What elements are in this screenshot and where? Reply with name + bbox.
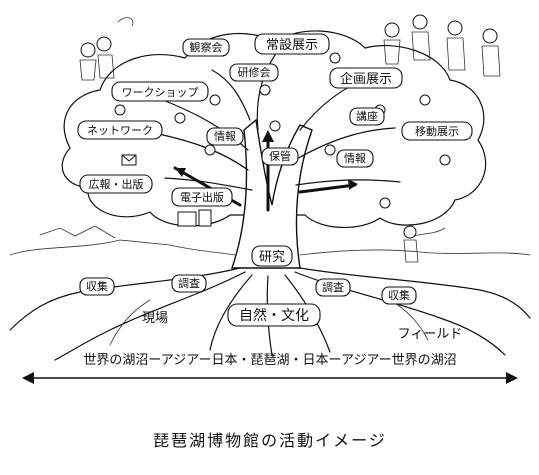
svg-text:電子出版: 電子出版	[180, 190, 224, 204]
svg-text:研修会: 研修会	[238, 65, 271, 79]
label-collect-left: 収集	[79, 277, 115, 296]
svg-text:情報: 情報	[214, 130, 236, 143]
label-planned-exhibition: 企画展示	[329, 67, 403, 89]
label-lecture: 講座	[349, 107, 385, 126]
field-researcher-illustration	[403, 225, 419, 263]
people-illustration-right	[383, 14, 501, 77]
label-information-right: 情報	[336, 149, 374, 168]
label-research: 研究	[251, 245, 293, 267]
svg-text:情報: 情報	[344, 152, 366, 165]
label-survey-left: 調査	[171, 274, 207, 293]
svg-text:講座: 講座	[356, 109, 378, 123]
tree-apples	[114, 52, 451, 209]
mail-icon	[121, 154, 137, 166]
svg-text:移動展示: 移動展示	[415, 124, 459, 138]
label-publicity: 広報・出版	[79, 174, 153, 194]
svg-text:収集: 収集	[86, 279, 108, 293]
people-illustration-left	[79, 17, 134, 81]
svg-text:研究: 研究	[259, 250, 285, 265]
svg-text:収集: 収集	[388, 288, 410, 302]
svg-text:自然・文化: 自然・文化	[239, 307, 309, 324]
computer-icon	[177, 209, 212, 227]
landscape-scene	[9, 225, 531, 256]
svg-text:調査: 調査	[178, 276, 200, 290]
diagram-caption: 琵琶湖博物館の活動イメージ	[153, 431, 387, 450]
label-field: フィールド	[398, 327, 463, 342]
svg-text:観察会: 観察会	[190, 40, 223, 54]
svg-text:調査: 調査	[322, 280, 344, 294]
label-e-publishing: 電子出版	[171, 187, 233, 207]
scope-double-arrow	[22, 372, 518, 384]
label-observation: 観察会	[182, 38, 230, 57]
label-nature-culture: 自然・文化	[227, 303, 321, 327]
svg-text:ネットワーク: ネットワーク	[87, 124, 153, 137]
svg-text:広報・出版: 広報・出版	[89, 177, 144, 191]
label-survey-right: 調査	[315, 278, 351, 297]
label-training: 研修会	[229, 63, 279, 82]
svg-text:保管: 保管	[269, 149, 291, 163]
svg-text:企画展示: 企画展示	[340, 71, 392, 87]
svg-text:常設展示: 常設展示	[266, 37, 318, 53]
label-collect-right: 収集	[381, 286, 417, 305]
label-information-left: 情報	[206, 127, 244, 146]
label-conservation: 保管	[261, 147, 299, 166]
label-site: 現場	[142, 311, 168, 326]
label-network: ネットワーク	[77, 120, 163, 140]
label-workshop: ワークショップ	[111, 81, 209, 102]
label-permanent-exhibition: 常設展示	[254, 33, 330, 55]
tree-canopy	[61, 30, 487, 228]
svg-text:ワークショップ: ワークショップ	[122, 86, 199, 99]
label-mobile-exhibition: 移動展示	[401, 121, 473, 141]
scope-line-text: 世界の湖沼ーアジアー日本・琵琶湖・日本ーアジアー世界の湖沼	[83, 353, 456, 368]
